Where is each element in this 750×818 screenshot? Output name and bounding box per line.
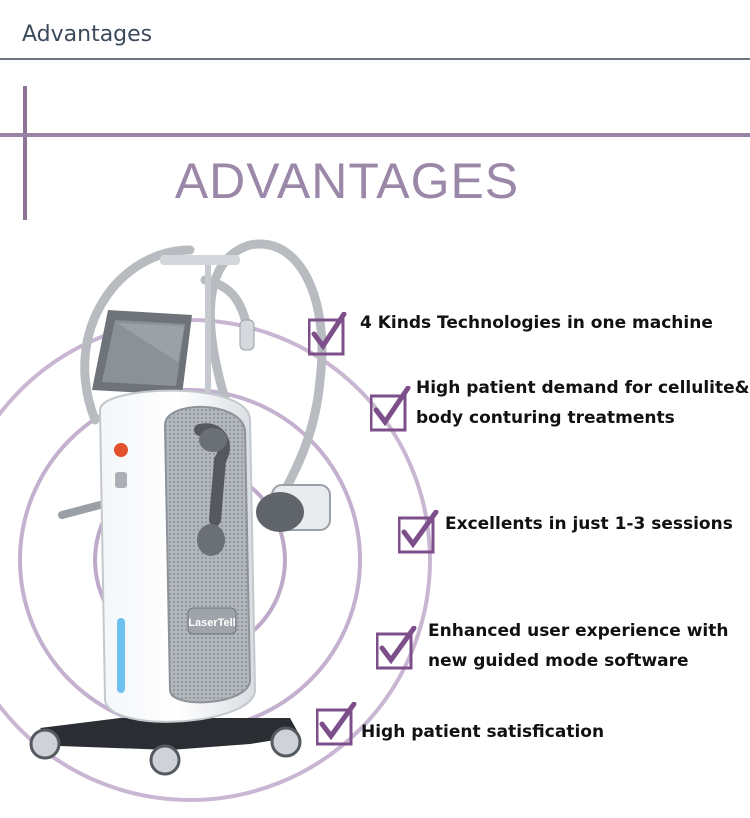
check-icon — [370, 386, 411, 432]
feature-text: body conturing treatments — [416, 408, 675, 428]
feature-item-5: High patient satisfication — [361, 717, 604, 747]
feature-item-4: Enhanced user experience with new guided… — [428, 616, 728, 676]
machine-base — [29, 718, 302, 776]
page-header: Advantages — [0, 0, 750, 60]
banner-title: ADVANTAGES — [174, 153, 520, 209]
feature-item-2: High patient demand for cellulite& body … — [416, 373, 749, 433]
header-title: Advantages — [22, 22, 153, 47]
power-button — [114, 443, 128, 457]
feature-text: Enhanced user experience with — [428, 621, 729, 641]
handpiece — [239, 319, 331, 532]
feature-text: High patient satisfication — [361, 722, 605, 742]
check-icon — [308, 312, 347, 356]
machine-body: LaserTell — [98, 389, 257, 723]
feature-text: Excellents in just 1-3 sessions — [445, 514, 733, 534]
check-icon — [376, 626, 417, 670]
holder-bar — [160, 255, 240, 265]
feature-text: new guided mode software — [428, 651, 689, 671]
touch-screen — [92, 310, 192, 395]
status-light — [117, 618, 125, 693]
banner-vertical-rule — [23, 86, 27, 220]
check-icon — [316, 702, 357, 746]
product-logo: LaserTell — [188, 617, 236, 629]
check-icon — [398, 510, 439, 554]
feature-item-1: 4 Kinds Technologies in one machine — [360, 308, 713, 338]
banner-horizontal-rule — [0, 133, 750, 137]
feature-text: 4 Kinds Technologies in one machine — [360, 313, 713, 333]
holder-post — [205, 265, 211, 395]
feature-item-3: Excellents in just 1-3 sessions — [445, 509, 733, 539]
feature-text: High patient demand for cellulite& — [416, 378, 750, 398]
